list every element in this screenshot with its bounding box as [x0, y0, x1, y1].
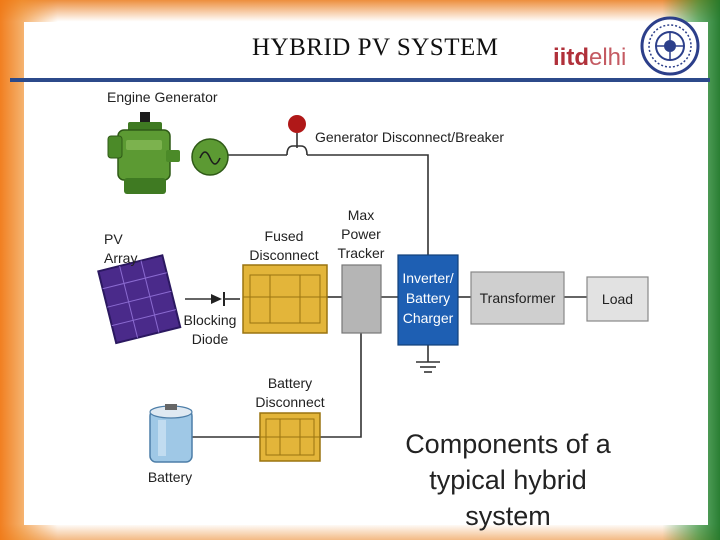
label-pv-array: PV Array	[104, 230, 137, 268]
label-max-power-tracker-line1: Max	[347, 207, 375, 223]
caption-line2: typical hybrid system	[429, 465, 587, 531]
logo-seal-icon	[640, 16, 700, 76]
label-inverter-line1: Inverter/	[402, 270, 454, 286]
label-blocking-diode-line1: Blocking	[183, 312, 237, 328]
page-title: HYBRID PV SYSTEM	[252, 34, 499, 61]
label-battery-disconnect-line1: Battery	[267, 375, 313, 391]
label-max-power-tracker-line2: Power	[341, 226, 381, 242]
label-inverter-line2: Battery	[405, 290, 451, 306]
engine-generator-icon	[107, 112, 229, 194]
generator-breaker-icon	[286, 115, 308, 156]
label-load: Load	[601, 291, 634, 307]
label-battery-disconnect-line2: Disconnect	[255, 394, 325, 410]
diagram-caption: Components of a typical hybrid system	[390, 426, 626, 534]
title-divider	[10, 78, 710, 82]
pv-array-icon	[97, 254, 182, 345]
label-inverter: Inverter/ Battery Charger	[398, 268, 458, 328]
inverter-box	[397, 254, 459, 346]
load-box	[586, 276, 649, 322]
max-power-tracker-box	[341, 264, 382, 334]
logo-wordmark: iitdelhi	[553, 44, 626, 72]
label-transformer: Transformer	[479, 290, 556, 306]
wire-breaker-inverter	[307, 154, 429, 255]
transformer-box	[470, 271, 565, 325]
label-max-power-tracker-line3: Tracker	[337, 245, 385, 261]
caption-line1: Components of a	[405, 429, 611, 459]
battery-disconnect-icon	[259, 412, 321, 462]
logo-wordmark-part1: iitd	[553, 44, 589, 71]
wire-tracker-battery-disconnect	[320, 333, 362, 438]
label-inverter-line3: Charger	[402, 310, 454, 326]
label-pv-array-line1: PV	[104, 231, 123, 247]
label-fused-disconnect-line2: Disconnect	[249, 247, 319, 263]
label-generator-disconnect: Generator Disconnect/Breaker	[315, 129, 505, 145]
logo-wordmark-part2: elhi	[589, 44, 627, 71]
fused-disconnect-icon	[242, 264, 328, 334]
label-pv-array-line2: Array	[104, 250, 138, 266]
label-fused-disconnect-line1: Fused	[264, 228, 304, 244]
battery-icon	[149, 404, 193, 463]
label-blocking-diode-line2: Diode	[191, 331, 229, 347]
label-battery: Battery	[147, 469, 193, 485]
label-engine-generator: Engine Generator	[107, 89, 218, 105]
label-blocking-diode: Blocking Diode	[178, 311, 242, 349]
ground-icon	[416, 361, 440, 373]
blocking-diode-icon	[185, 292, 240, 306]
label-max-power-tracker: Max Power Tracker	[331, 206, 391, 263]
label-battery-disconnect: Battery Disconnect	[245, 374, 335, 412]
label-fused-disconnect: Fused Disconnect	[238, 227, 330, 265]
